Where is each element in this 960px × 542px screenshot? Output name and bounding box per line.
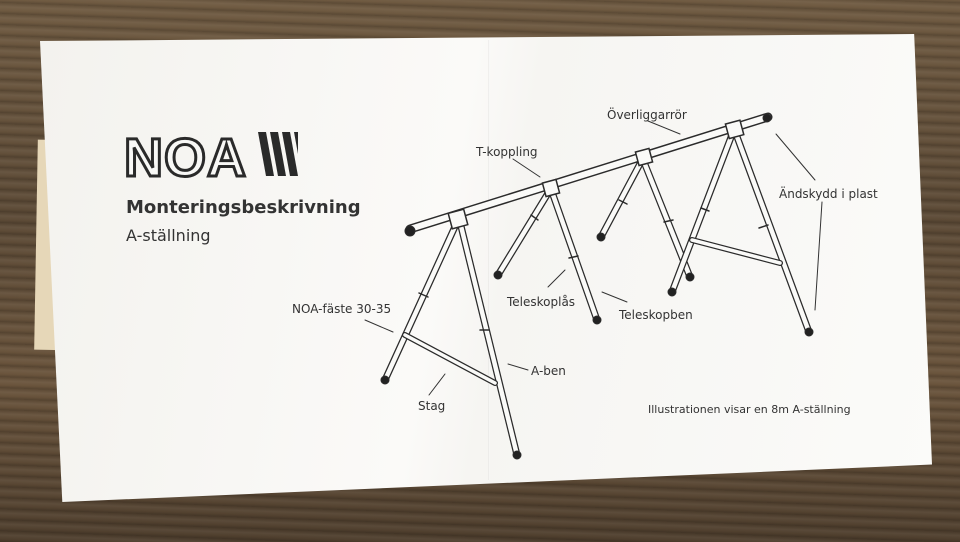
end-cap-right — [762, 113, 772, 123]
label-teleskoplas: Teleskoplås — [506, 295, 575, 309]
a-frame-1 — [380, 208, 522, 460]
top-rail — [405, 112, 773, 234]
logo-text: NOA — [124, 130, 247, 178]
end-cap-left — [404, 225, 416, 237]
label-teleskopben: Teleskopben — [618, 308, 693, 322]
a-frame-4 — [667, 119, 814, 337]
document-subtitle: A-ställning — [126, 226, 211, 245]
label-noa-faste: NOA-fäste 30-35 — [292, 302, 391, 316]
paper-fold-line — [488, 40, 490, 480]
a-frame-2 — [493, 178, 602, 325]
label-stag: Stag — [418, 399, 445, 413]
logo-stripes-icon — [258, 132, 298, 176]
label-a-ben: A-ben — [531, 364, 566, 378]
label-overliggarror: Överliggarrör — [607, 106, 687, 122]
leader-arrows — [364, 120, 823, 396]
label-andskydd: Ändskydd i plast — [779, 186, 878, 201]
label-t-koppling: T-koppling — [475, 145, 538, 159]
document-title: Monteringsbeskrivning — [126, 197, 361, 218]
illustration-note: Illustrationen visar en 8m A-ställning — [648, 403, 851, 416]
noa-logo: NOA — [124, 130, 298, 178]
